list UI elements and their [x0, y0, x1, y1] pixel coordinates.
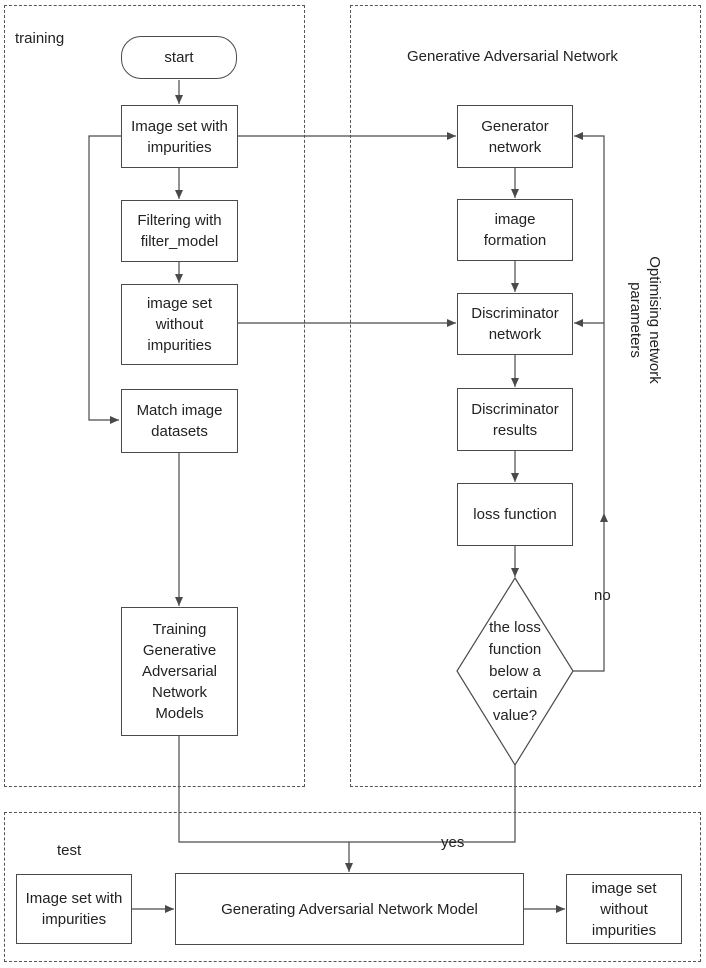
- edge-training-to-test: [178, 736, 349, 843]
- test-output-node: image set without impurities: [566, 874, 682, 944]
- edge-no-feedback: [573, 513, 608, 672]
- test-group-title: test: [57, 842, 82, 859]
- edge-feedback-to-generator: [574, 132, 605, 513]
- generator-network-node: Generator network: [457, 105, 573, 168]
- discriminator-results-node: Discriminator results: [457, 388, 573, 451]
- image-formation-node: image formation: [457, 199, 573, 261]
- gan-group-title: Generative Adversarial Network: [407, 48, 618, 65]
- test-group: [4, 812, 701, 962]
- no-label: no: [594, 587, 611, 604]
- training-group-title: training: [15, 30, 65, 47]
- training-gan-models-node: Training Generative Adversarial Network …: [121, 607, 238, 736]
- match-datasets-node: Match image datasets: [121, 389, 238, 453]
- loss-function-node: loss function: [457, 483, 573, 546]
- gan-model-node: Generating Adversarial Network Model: [175, 873, 524, 945]
- test-input-node: Image set with impurities: [16, 874, 132, 944]
- filtering-node: Filtering with filter_model: [121, 200, 238, 262]
- edge-image-set-to-match: [88, 135, 121, 424]
- edge-decision-yes: [349, 765, 516, 843]
- training-group: [4, 5, 305, 787]
- image-set-with-impurities-node: Image set with impurities: [121, 105, 238, 168]
- yes-label: yes: [441, 834, 465, 851]
- start-node: start: [121, 36, 237, 79]
- gan-group: [350, 5, 701, 787]
- discriminator-network-node: Discriminator network: [457, 293, 573, 355]
- decision-diamond: [456, 576, 574, 767]
- image-set-without-impurities-node: image set without impurities: [121, 284, 238, 365]
- decision-label: the loss function below a certain value?: [488, 619, 542, 724]
- optimising-parameters-label: Optimising network parameters: [627, 256, 663, 384]
